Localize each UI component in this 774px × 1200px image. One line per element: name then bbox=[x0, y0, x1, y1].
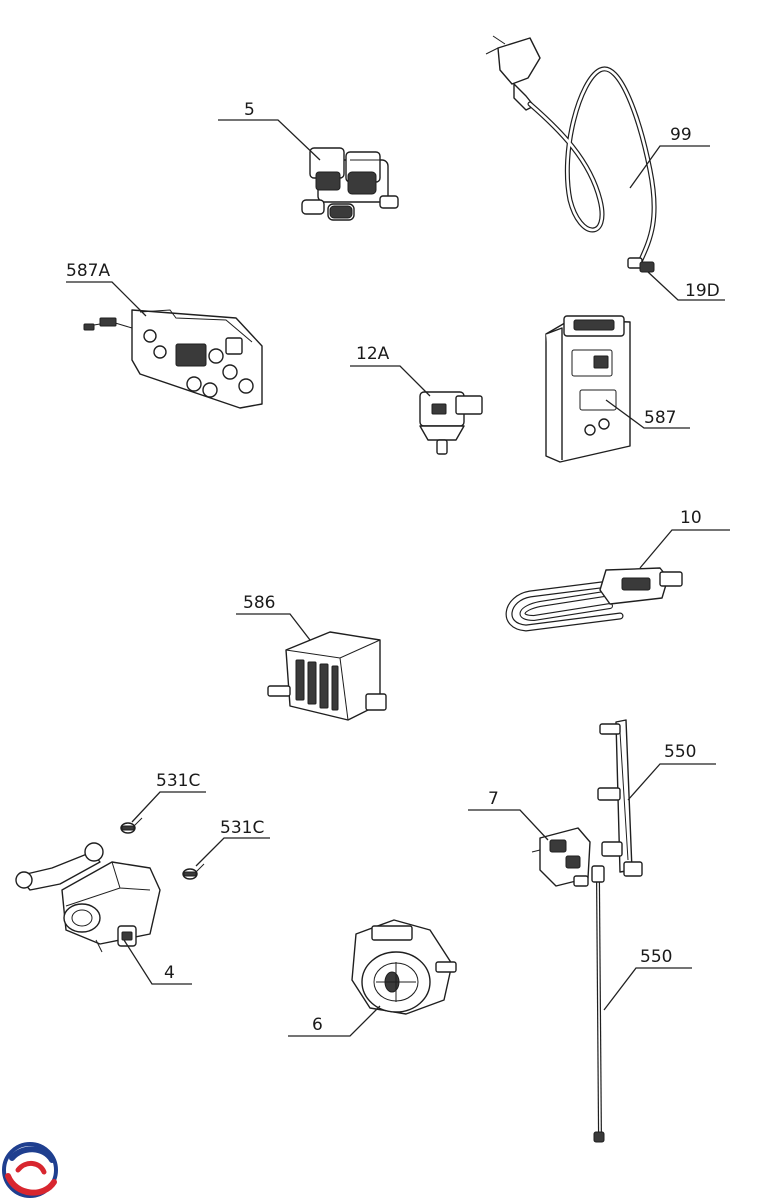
heating-element-part-10 bbox=[505, 567, 683, 632]
callout-4: 4 bbox=[164, 963, 175, 983]
callout-5: 5 bbox=[244, 100, 255, 120]
callout-587: 587 bbox=[644, 408, 676, 428]
motor-part-4 bbox=[15, 842, 161, 953]
callout-586: 586 bbox=[243, 593, 275, 613]
callout-7: 7 bbox=[488, 789, 499, 809]
callout-550-upper: 550 bbox=[664, 742, 696, 762]
callout-531c-upper: 531C bbox=[156, 771, 200, 791]
door-lock-part-7 bbox=[531, 827, 591, 887]
callout-99: 99 bbox=[670, 125, 692, 145]
callout-587a: 587A bbox=[66, 261, 110, 281]
screw-part-531c-lower bbox=[182, 863, 205, 880]
callout-550-lower: 550 bbox=[640, 947, 672, 967]
callout-531c-lower: 531C bbox=[220, 818, 264, 838]
clip-part-19d bbox=[627, 257, 655, 273]
callout-6: 6 bbox=[312, 1015, 323, 1035]
control-board-part-587a bbox=[83, 309, 263, 409]
callout-19d: 19D bbox=[685, 281, 720, 301]
brand-logo bbox=[2, 1142, 58, 1198]
pressure-switch-part-12a bbox=[419, 391, 483, 455]
inlet-valve-part-5 bbox=[301, 147, 399, 221]
filter-block-part-586 bbox=[267, 631, 387, 721]
callout-10: 10 bbox=[680, 508, 702, 528]
screw-part-531c-upper bbox=[120, 817, 143, 834]
power-cord-part-99 bbox=[485, 35, 657, 265]
bracket-part-550-upper bbox=[597, 719, 643, 877]
callout-12a: 12A bbox=[356, 344, 390, 364]
drain-pump-part-6 bbox=[351, 919, 457, 1015]
sensor-hose-part-550-lower bbox=[591, 865, 605, 1143]
display-module-part-587 bbox=[545, 315, 631, 463]
